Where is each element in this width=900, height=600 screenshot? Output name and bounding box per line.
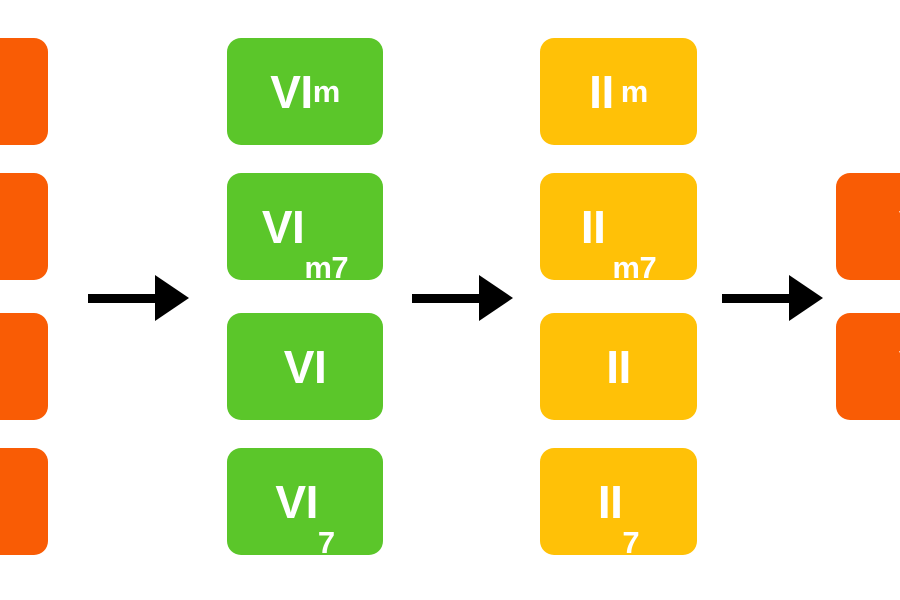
arrow-head bbox=[789, 275, 823, 321]
chord-chip-col2-row4[interactable]: VI 7 bbox=[227, 448, 383, 560]
chord-chip-col2-row1[interactable]: VI m bbox=[227, 38, 383, 145]
chord-chip-col4-row1[interactable]: V bbox=[836, 173, 900, 280]
arrow-1 bbox=[88, 275, 189, 321]
chord-chip-col1-row2[interactable]: 7 bbox=[0, 173, 48, 280]
chord-numeral: VI bbox=[275, 475, 318, 528]
chord-suffix: 7 bbox=[317, 525, 335, 560]
arrow-head bbox=[155, 275, 189, 321]
chord-chip-col3-row2[interactable]: II m7 bbox=[540, 173, 697, 285]
chord-chip-col1-row4[interactable] bbox=[0, 448, 48, 555]
chord-numeral: II bbox=[589, 65, 614, 118]
arrow-3 bbox=[722, 275, 823, 321]
chord-chip-col3-row3[interactable]: II bbox=[540, 313, 697, 420]
chord-chip-col2-row3[interactable]: VI bbox=[227, 313, 383, 420]
arrow-shaft bbox=[722, 293, 789, 303]
arrow-shaft bbox=[412, 293, 479, 303]
chord-numeral: VI bbox=[261, 200, 305, 253]
chord-chip-col4-row2[interactable]: V bbox=[836, 313, 900, 420]
chord-numeral: II bbox=[597, 475, 623, 528]
arrow-head bbox=[479, 275, 513, 321]
chord-chip-col2-row2[interactable]: VI m7 bbox=[227, 173, 383, 285]
chord-chip-col1-row1[interactable]: m bbox=[0, 38, 48, 145]
chord-numeral: II bbox=[580, 200, 606, 253]
arrow-shaft bbox=[88, 293, 155, 303]
chord-numeral: VI bbox=[283, 340, 327, 393]
chord-suffix: m7 bbox=[612, 250, 657, 285]
chord-numeral: II bbox=[606, 340, 631, 393]
arrow-2 bbox=[412, 275, 513, 321]
chord-numeral: V bbox=[899, 204, 900, 250]
chord-chip-col1-row3[interactable] bbox=[0, 313, 48, 420]
chord-suffix: m bbox=[312, 74, 341, 109]
chord-numeral: V bbox=[899, 344, 900, 390]
chord-numeral: VI bbox=[270, 65, 313, 118]
chord-suffix: m bbox=[620, 74, 649, 109]
chord-suffix: m7 bbox=[304, 250, 349, 285]
chord-chip-col3-row1[interactable]: II m bbox=[540, 38, 697, 145]
chord-chip-col3-row4[interactable]: II 7 bbox=[540, 448, 697, 560]
chord-suffix: 7 bbox=[622, 525, 640, 560]
